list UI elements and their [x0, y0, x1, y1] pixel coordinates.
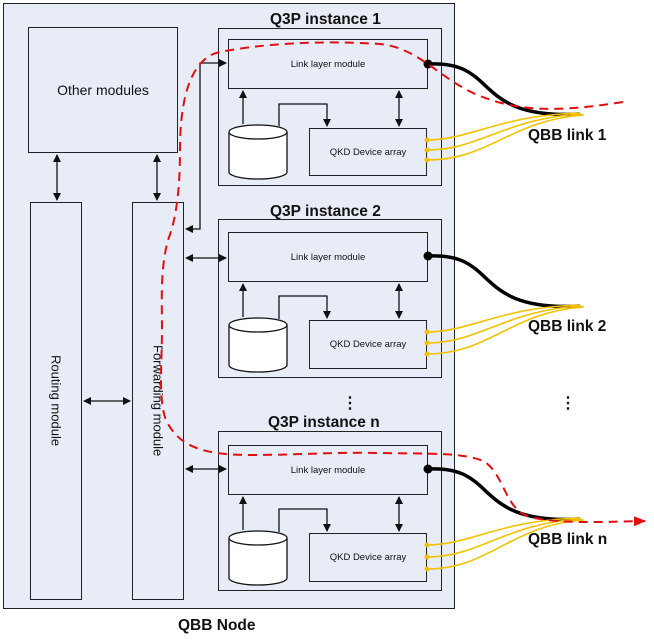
- other-modules-label: Other modules: [57, 82, 149, 98]
- qbb-link-1-label: QBB link 1: [528, 127, 607, 144]
- instance-1-qkd-array-label: QKD Device array: [329, 146, 407, 158]
- qbb-link-2-label: QBB link 2: [528, 318, 607, 335]
- instance-1-key-store-label: Key store: [238, 153, 278, 163]
- forwarding-module-box: Forwarding module: [132, 202, 184, 600]
- routing-module-label: Routing module: [48, 355, 64, 447]
- routing-module-box: Routing module: [30, 202, 82, 600]
- instance-2-link-layer: Link layer module: [228, 232, 428, 282]
- instance-n-qkd-array-label: QKD Device array: [329, 552, 407, 563]
- instance-2-key-store-label: Key store: [238, 345, 278, 355]
- ellipsis-links: ⋮: [560, 395, 576, 412]
- instance-1-link-layer: Link layer module: [228, 39, 428, 89]
- instance-n-title: Q3P instance n: [268, 414, 380, 431]
- other-modules-box: Other modules: [28, 27, 178, 153]
- qbb-link-n-label: QBB link n: [528, 531, 608, 548]
- instance-1-qkd-array: QKD Device array: [309, 128, 427, 176]
- instance-2-qkd-array-label: QKD Device array: [329, 339, 407, 350]
- instance-2-link-layer-label: Link layer module: [290, 251, 366, 263]
- ellipsis-instances: ⋮: [342, 395, 358, 412]
- instance-1-link-layer-label: Link layer module: [290, 58, 366, 70]
- forwarding-module-label: Forwarding module: [150, 345, 166, 457]
- instance-n-qkd-array: QKD Device array: [309, 533, 427, 582]
- instance-n-link-layer-label: Link layer module: [290, 464, 366, 476]
- instance-n-link-layer: Link layer module: [228, 445, 428, 495]
- instance-1-title: Q3P instance 1: [270, 11, 381, 28]
- instance-n-key-store-label: Key store: [238, 557, 278, 567]
- instance-2-qkd-array: QKD Device array: [309, 320, 427, 369]
- qbb-node-label: QBB Node: [178, 617, 256, 634]
